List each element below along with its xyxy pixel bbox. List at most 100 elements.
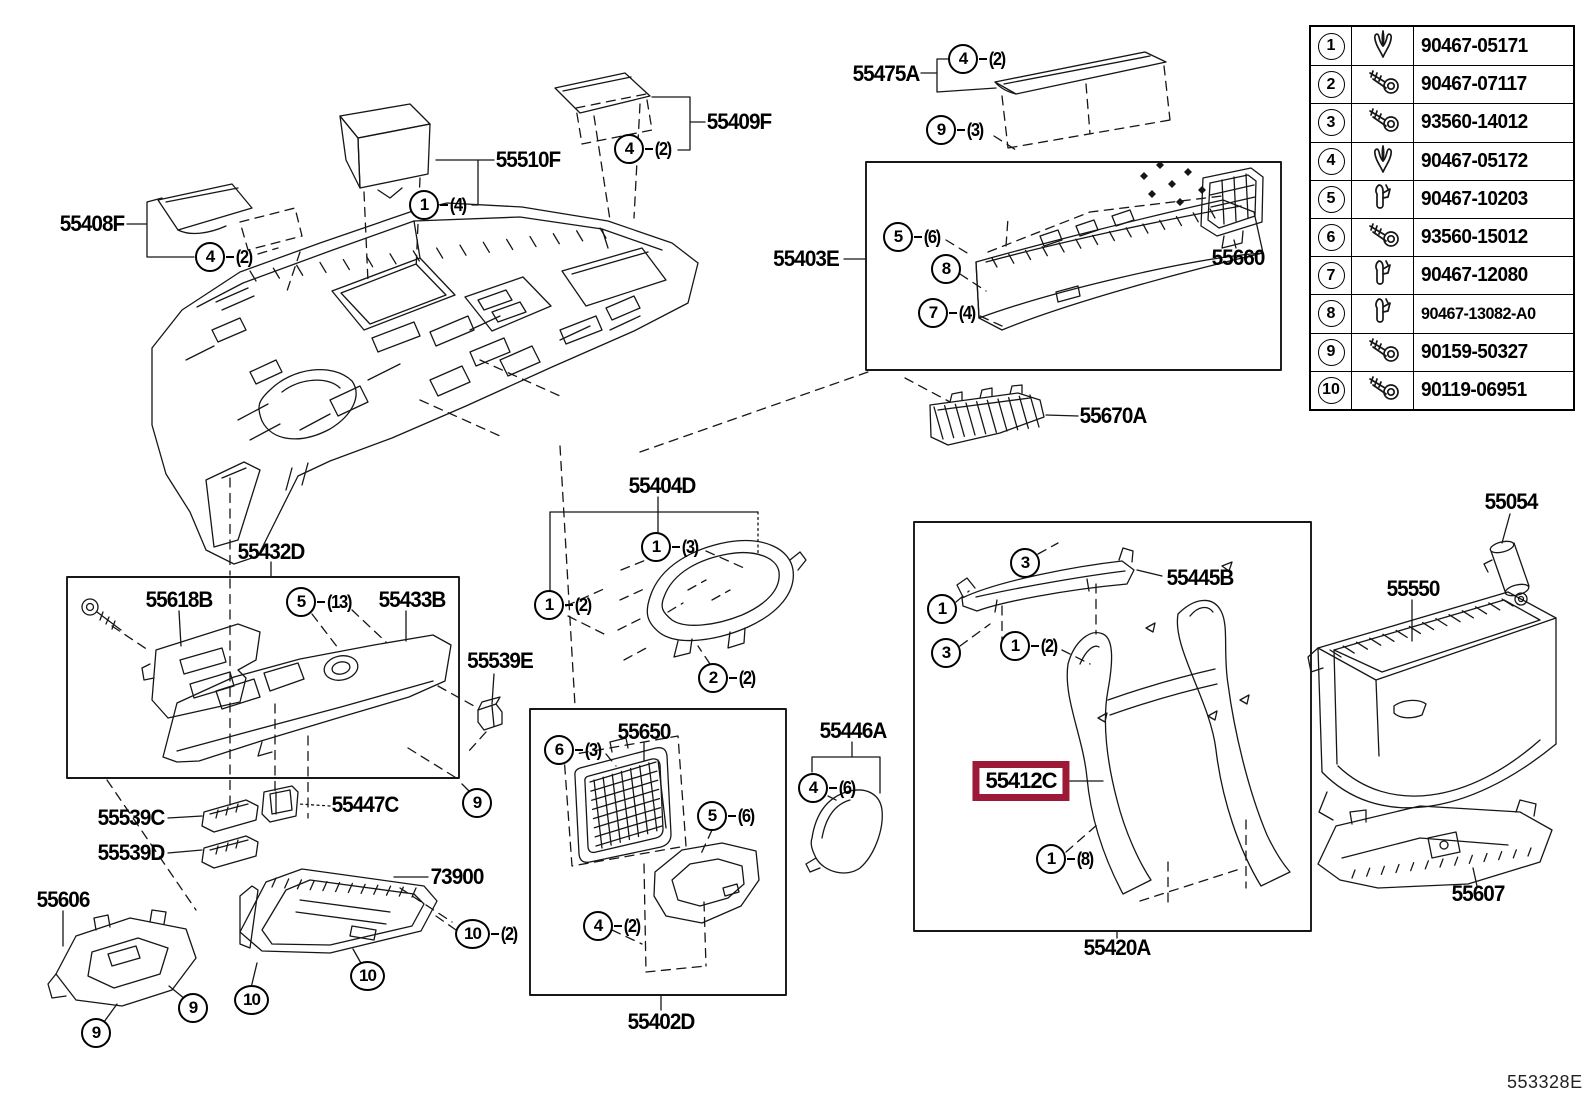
callout-tie-line [440,204,448,206]
callout-tie-line [614,925,622,927]
callout-5: 5 (13) [286,587,352,617]
callout-tie-line [575,749,583,751]
panel-55475a-drawing [920,51,1171,151]
fastener-part-number: 90467-07117 [1421,73,1527,96]
fastener-part-number: 90467-10203 [1421,187,1528,210]
fastener-part-number: 90119-06951 [1421,378,1527,401]
callout-3: 3 [1010,548,1040,578]
part-label-55660: 55660 [1211,245,1266,270]
callout-2: 2(2) [698,663,756,693]
part-label-55539D: 55539D [97,840,166,865]
callout-9: 9 [462,788,492,818]
callout-quantity: (4) [449,194,467,215]
callout-quantity: (2) [235,246,253,267]
part-label-55618B: 55618B [145,587,214,612]
part-label-73900: 73900 [430,864,485,889]
callout-number-circle: 5 [883,222,913,252]
callout-5: 5 (6) [697,801,755,831]
glovebox-bin-55550-drawing [1307,591,1557,821]
fastener-part-number: 90467-05172 [1421,149,1528,172]
fastener-part-number: 90467-05171 [1421,34,1528,57]
screw-icon [1363,67,1403,102]
fastener-table-row: 5 90467-10203 [1311,179,1573,218]
callout-number-circle: 9 [178,993,208,1023]
callout-10: 10 [350,961,385,991]
callout-number-circle: 1 [1000,631,1030,661]
fastener-table-row: 3 93560-14012 [1311,103,1573,142]
callout-number-circle: 5 [286,587,316,617]
fastener-part-number: 90159-50327 [1421,340,1528,363]
callout-10: 10(2) [455,919,518,949]
callout-4: 4 (2) [195,242,253,272]
callout-5: 5 (6) [883,222,941,252]
fastener-number-badge: 7 [1317,262,1345,290]
callout-10: 10 [234,985,269,1015]
callout-1: 1(4) [409,190,467,220]
fastener-number-badge: 4 [1317,147,1345,175]
callout-number-circle: 10 [350,961,385,991]
part-label-55539C: 55539C [97,805,166,830]
clip-hook-icon [1367,295,1399,332]
cover-55607-drawing [1317,799,1553,889]
callout-number-circle: 7 [918,298,948,328]
callout-3: 3 [931,638,961,668]
callout-4: 4(2) [583,911,641,941]
fastener-number-badge: 5 [1317,185,1345,213]
callout-quantity: (2) [574,594,592,615]
callout-9: 9 (3) [926,115,984,145]
callout-1: 1 (2) [534,590,592,620]
fastener-part-number: 90467-12080 [1421,264,1528,287]
callout-tie-line [729,677,737,679]
callout-tie-line [728,815,736,817]
part-label-55475A: 55475A [852,61,921,86]
clip-hook-icon [1367,181,1399,218]
glovebox-door-55403e-drawing [843,161,1282,371]
callout-quantity: (2) [1040,635,1058,656]
callout-tie-line [491,933,499,935]
lower-panel-55432d-drawing [66,561,472,794]
cover-55408f-drawing [126,183,303,295]
callout-quantity: (6) [923,226,941,247]
callout-number-circle: 9 [926,115,956,145]
part-label-55447C: 55447C [331,792,400,817]
fastener-number-badge: 8 [1317,300,1345,328]
box-55402d-drawing [529,708,787,1011]
callout-quantity: (2) [500,923,518,944]
callout-1: 1(3) [641,532,699,562]
callout-number-circle: 1 [534,590,564,620]
cluster-bezel-55404d-drawing [549,496,807,665]
callout-tie-line [226,256,234,258]
callout-quantity: (2) [738,667,756,688]
callout-number-circle: 10 [234,985,269,1015]
callout-quantity: (6) [838,777,856,798]
callout-number-circle: 4 [195,242,225,272]
callout-quantity: (3) [966,119,984,140]
callout-tie-line [1031,645,1039,647]
fastener-number-badge: 6 [1317,224,1345,252]
cover-55409f-drawing [554,72,706,221]
callout-quantity: (6) [737,805,755,826]
screw-icon [1363,105,1403,140]
fastener-table-row: 7 90467-12080 [1311,256,1573,295]
callout-number-circle: 6 [544,735,574,765]
callout-1: 1 (2) [1000,631,1058,661]
callout-quantity: (13) [327,591,352,612]
screw-icon [1363,220,1403,255]
hatch-marks [249,208,1532,898]
screw-icon [1363,373,1403,408]
clip-hook-icon [1367,257,1399,294]
callout-number-circle: 4 [583,911,613,941]
callout-number-circle: 4 [948,44,978,74]
callout-quantity: (2) [988,48,1006,69]
part-label-55433B: 55433B [378,587,447,612]
callout-number-circle: 5 [697,801,727,831]
fastener-part-number: 93560-14012 [1421,111,1528,134]
part-label-55409F: 55409F [706,109,772,134]
part-label-55054: 55054 [1484,489,1539,514]
fastener-number-badge: 3 [1317,109,1345,137]
